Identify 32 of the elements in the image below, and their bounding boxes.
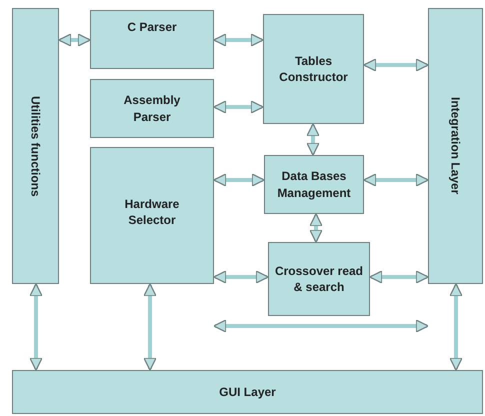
- double-arrow: [213, 319, 429, 333]
- double-arrow: [213, 173, 265, 187]
- double-arrow: [306, 123, 320, 156]
- node-label: Assembly Parser: [122, 92, 182, 125]
- module-box: [90, 79, 214, 138]
- module-box: [263, 14, 364, 124]
- node-label: GUI Layer: [219, 384, 276, 400]
- double-arrow: [363, 58, 429, 72]
- layer-panel: [12, 370, 483, 414]
- node-label: Tables Constructor: [278, 52, 349, 86]
- module-box: [264, 155, 364, 214]
- node-label: Data Bases Management: [276, 168, 352, 201]
- double-arrow: [58, 33, 91, 47]
- node-label: Integration Layer: [448, 97, 464, 195]
- node-label: Crossover read & search: [274, 262, 364, 296]
- double-arrow: [449, 283, 463, 371]
- double-arrow: [369, 270, 429, 284]
- node-label: Utilities functions: [28, 96, 44, 196]
- module-box: [90, 10, 214, 69]
- double-arrow: [309, 213, 323, 243]
- double-arrow: [213, 33, 264, 47]
- layer-panel: [428, 8, 483, 284]
- node-label: Hardware Selector: [124, 196, 180, 228]
- double-arrow: [213, 270, 269, 284]
- double-arrow: [213, 100, 264, 114]
- layer-panel: [12, 8, 59, 284]
- module-box: [90, 147, 214, 284]
- node-label: C Parser: [127, 19, 177, 36]
- module-box: [268, 242, 370, 316]
- double-arrow: [363, 173, 429, 187]
- double-arrow: [143, 283, 157, 371]
- double-arrow: [29, 283, 43, 371]
